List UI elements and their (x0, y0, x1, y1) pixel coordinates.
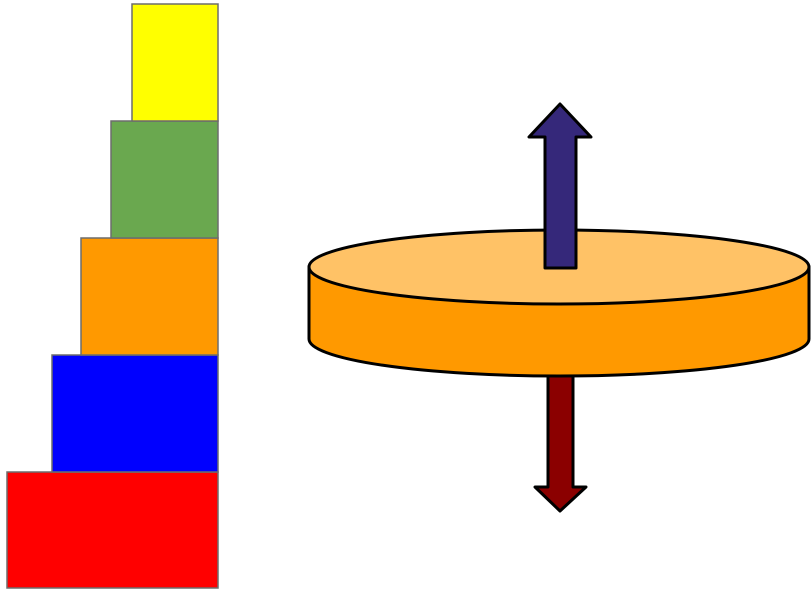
down-arrow-icon (535, 360, 586, 511)
block-blue (52, 355, 218, 472)
block-red (7, 472, 218, 588)
block-orange (81, 238, 218, 355)
block-green (111, 121, 218, 238)
block-yellow (132, 4, 218, 121)
block-stack (7, 4, 218, 588)
